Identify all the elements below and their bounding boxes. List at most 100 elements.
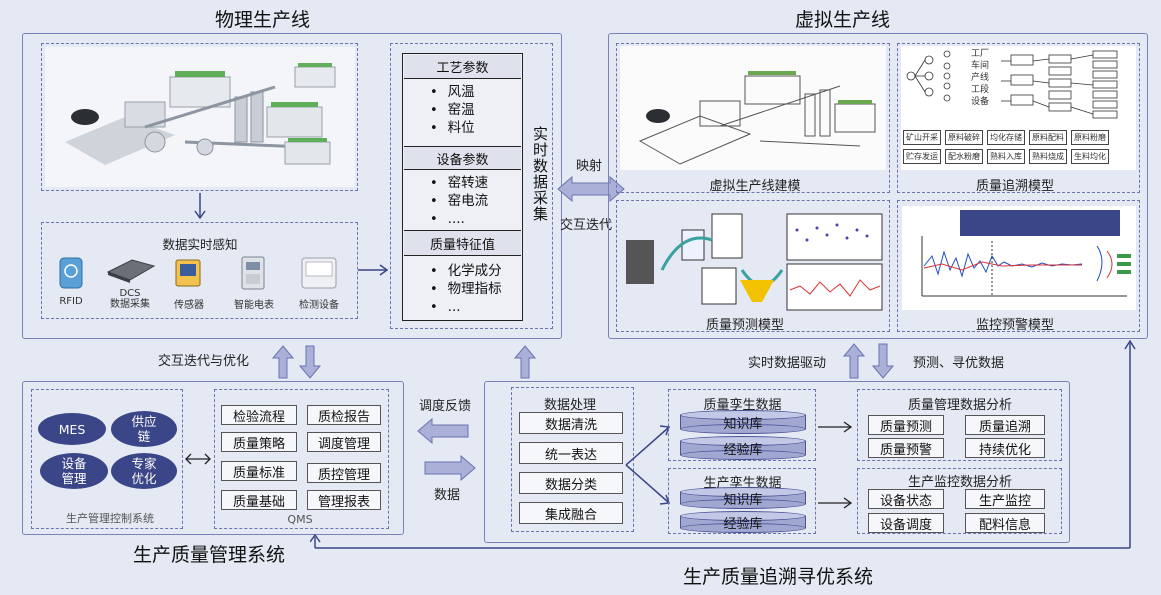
data-label: 数据 [433, 488, 460, 503]
supply-chain-oval[interactable]: 供应 链 [111, 411, 177, 447]
process-params-header: 工艺参数 [404, 55, 521, 79]
production-analysis-frame [857, 468, 1062, 534]
trace-optimize-title: 生产质量追溯寻优系统 [683, 566, 874, 588]
tree-label: 产线 [970, 73, 989, 83]
process-step: 生料均化 [1071, 149, 1109, 164]
list-item: 窑温 [430, 101, 520, 119]
mapping-label: 映射 [575, 159, 602, 174]
sensor-icon [175, 259, 201, 287]
trace-model-frame [897, 43, 1140, 193]
qms-frame [214, 389, 389, 529]
virtual-line-title: 虚拟生产线 [795, 9, 891, 31]
predict-optimize-label: 预测、寻优数据 [912, 356, 1004, 371]
fan-out-arrows [625, 425, 671, 505]
pm-item[interactable]: 设备调度 [868, 513, 944, 533]
perception-title: 数据实时感知 [162, 237, 238, 252]
virtual-plant-sketch [620, 46, 886, 170]
equipment-params-header: 设备参数 [404, 146, 521, 170]
production-analysis-title: 生产监控数据分析 [907, 475, 1012, 490]
qms-item[interactable]: 检验流程 [221, 405, 297, 425]
monitor-model-graphic [902, 206, 1136, 310]
list-item: 化学成分 [430, 262, 520, 280]
device-label: 检测设备 [299, 300, 339, 311]
device-label: DCS 数据采集 [110, 288, 150, 310]
processing-step[interactable]: 数据清洗 [519, 412, 623, 434]
pm-item[interactable]: 设备状态 [868, 489, 944, 509]
processing-step[interactable]: 数据分类 [519, 472, 623, 494]
expert-optimize-oval[interactable]: 专家 优化 [111, 453, 177, 489]
tree-label: 工段 [970, 85, 989, 95]
plant-illustration [45, 47, 355, 187]
interact-iterate-optimize-label: 交互迭代与优化 [157, 354, 249, 369]
equipment-mgmt-oval[interactable]: 设备 管理 [40, 453, 108, 489]
data-processing-title: 数据处理 [543, 398, 596, 413]
qms-item[interactable]: 调度管理 [307, 432, 381, 452]
quality-twin-frame [668, 389, 816, 461]
device-sensor: 传感器 [166, 254, 212, 314]
process-step: 熟料入库 [987, 149, 1025, 164]
process-step: 熟料烧成 [1029, 149, 1067, 164]
pm-item[interactable]: 生产监控 [965, 489, 1045, 509]
process-step: 配水粉磨 [945, 149, 983, 164]
realtime-collection-label: 实时数据采集 [531, 126, 549, 222]
knowledge-db-label: 知识库 [723, 492, 763, 508]
list-item: 物理指标 [430, 280, 520, 298]
experience-db-label: 经验库 [723, 516, 763, 532]
list-item: .... [430, 210, 520, 228]
up-arrow-left [272, 345, 294, 379]
right-fat-arrow [424, 455, 476, 481]
qms-label: QMS [287, 513, 313, 526]
tree-label: 工厂 [970, 49, 989, 59]
device-label: RFID [59, 296, 83, 307]
trace-optimize-frame [484, 381, 1070, 543]
process-step: 均化存储 [987, 130, 1025, 145]
list-item: 料位 [430, 119, 520, 137]
list-item: 窑电流 [430, 192, 520, 210]
qa-item[interactable]: 质量预警 [868, 438, 944, 458]
process-step: 原料粉磨 [1071, 130, 1109, 145]
list-item: 风温 [430, 83, 520, 101]
quality-mgmt-title: 生产质量管理系统 [133, 544, 286, 566]
tree-label: 设备 [970, 97, 989, 107]
device-rfid: RFID [48, 254, 94, 314]
qms-item[interactable]: 质量标准 [221, 461, 297, 481]
line-model-frame [616, 43, 890, 193]
processing-step[interactable]: 统一表达 [519, 442, 623, 464]
control-system-label: 生产管理控制系统 [66, 512, 154, 525]
device-inspection: 检测设备 [290, 254, 348, 314]
dispatch-feedback-label: 调度反馈 [418, 399, 471, 414]
process-step: 贮存发运 [903, 149, 941, 164]
monitor-model-label: 监控预警模型 [975, 318, 1054, 333]
right-arrow [818, 421, 853, 433]
tree-label: 车间 [970, 61, 989, 71]
bidirectional-arrow [557, 175, 625, 203]
qms-item[interactable]: 质检报告 [307, 405, 381, 425]
list-item: ... [430, 298, 520, 316]
down-arrow-left [299, 345, 321, 379]
device-label: 智能电表 [234, 300, 274, 311]
bidirectional-small-arrow [185, 453, 211, 465]
quality-analysis-frame [857, 389, 1062, 461]
qa-item[interactable]: 质量预测 [868, 415, 944, 435]
rfid-card-icon [59, 257, 83, 289]
realtime-driven-label: 实时数据驱动 [747, 356, 826, 371]
trace-model-label: 质量追溯模型 [975, 179, 1054, 194]
qms-item[interactable]: 质控管理 [307, 463, 381, 483]
mes-oval[interactable]: MES [38, 413, 106, 445]
inspection-device-icon [301, 257, 337, 289]
qms-item[interactable]: 质量策略 [221, 432, 297, 452]
device-label: 传感器 [174, 300, 204, 311]
pm-item[interactable]: 配料信息 [965, 513, 1045, 533]
quality-analysis-title: 质量管理数据分析 [907, 398, 1012, 413]
interact-iterate-label: 交互迭代 [559, 218, 612, 233]
right-arrow [358, 264, 389, 276]
qa-item[interactable]: 质量追溯 [965, 415, 1045, 435]
qa-item[interactable]: 持续优化 [965, 438, 1045, 458]
processing-step[interactable]: 集成融合 [519, 502, 623, 524]
qms-item[interactable]: 管理报表 [307, 490, 381, 510]
production-twin-frame [668, 468, 816, 534]
up-arrow-right [843, 343, 865, 379]
right-arrow [818, 497, 853, 509]
qms-item[interactable]: 质量基础 [221, 490, 297, 510]
process-step: 原料配料 [1029, 130, 1067, 145]
